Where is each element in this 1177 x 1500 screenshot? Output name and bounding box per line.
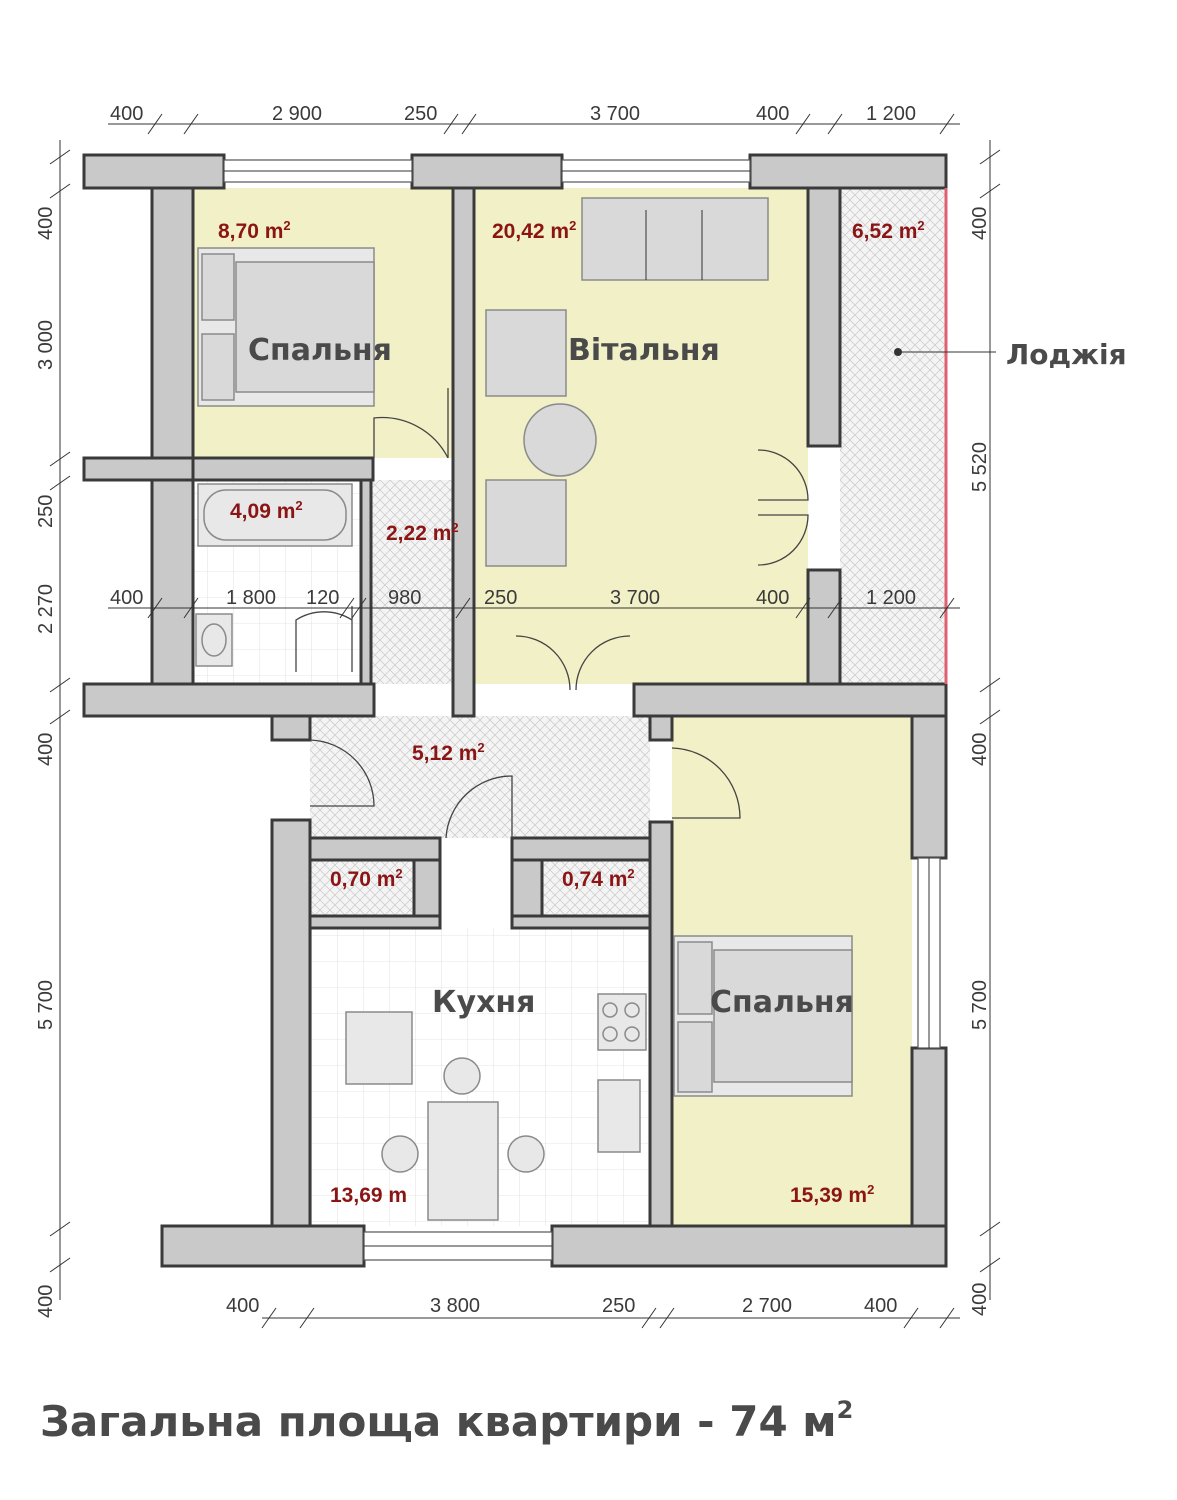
dim-top-6: 1 200 — [866, 103, 916, 125]
room-labels: 8,70 m2 Спальня 20,42 m2 Вітальня 6,52 m… — [218, 218, 1127, 1207]
bedroom-2-area: 15,39 m2 — [790, 1182, 874, 1207]
loggia-area: 6,52 m2 — [852, 218, 925, 243]
closet-1-area: 0,70 m2 — [330, 866, 403, 891]
living-room-area: 20,42 m2 — [492, 218, 576, 243]
dim-right-4: 5 700 — [969, 980, 991, 1030]
dim-right-3: 400 — [969, 733, 991, 766]
bedroom-1-name: Спальня — [248, 333, 392, 368]
kitchen-name: Кухня — [432, 985, 535, 1020]
dim-bottom-3: 250 — [602, 1295, 635, 1317]
dim-mid-6: 3 700 — [610, 587, 660, 609]
closet-1-floor — [310, 860, 414, 916]
dim-bottom-2: 3 800 — [430, 1295, 480, 1317]
bedroom-2-name: Спальня — [710, 985, 854, 1020]
dim-left-2: 3 000 — [35, 320, 57, 370]
dims-top: 400 2 900 250 3 700 400 1 200 — [110, 103, 916, 125]
dim-mid-5: 250 — [484, 587, 517, 609]
living-room-name: Вітальня — [568, 333, 720, 368]
dim-top-3: 250 — [404, 103, 437, 125]
dims-right: 400 5 520 400 5 700 400 — [969, 207, 991, 1316]
dimension-lines — [49, 113, 1001, 1329]
dims-bottom: 400 3 800 250 2 700 400 — [226, 1295, 897, 1317]
dim-bottom-1: 400 — [226, 1295, 259, 1317]
dim-mid-1: 400 — [110, 587, 143, 609]
dim-left-6: 5 700 — [35, 980, 57, 1030]
dims-middle: 400 1 800 120 980 250 3 700 400 1 200 — [110, 587, 916, 609]
dim-left-7: 400 — [35, 1285, 57, 1318]
dims-left: 400 3 000 250 2 270 400 5 700 400 — [35, 207, 57, 1318]
hall-area: 5,12 m2 — [412, 740, 485, 765]
dim-mid-4: 980 — [388, 587, 421, 609]
dim-left-4: 2 270 — [35, 584, 57, 634]
dim-top-2: 2 900 — [272, 103, 322, 125]
closet-2-area: 0,74 m2 — [562, 866, 635, 891]
dim-left-1: 400 — [35, 207, 57, 240]
dim-top-4: 3 700 — [590, 103, 640, 125]
toilet-floor — [364, 480, 452, 684]
hall-floor — [310, 716, 650, 838]
loggia-floor — [840, 188, 946, 684]
dim-top-5: 400 — [756, 103, 789, 125]
dim-left-5: 400 — [35, 733, 57, 766]
dim-right-1: 400 — [969, 207, 991, 240]
dim-bottom-5: 400 — [864, 1295, 897, 1317]
dim-mid-7: 400 — [756, 587, 789, 609]
dim-bottom-4: 2 700 — [742, 1295, 792, 1317]
bathroom-area: 4,09 m2 — [230, 498, 303, 523]
dim-right-5: 400 — [969, 1283, 991, 1316]
windows — [223, 159, 948, 1261]
dim-top-1: 400 — [110, 103, 143, 125]
dim-mid-8: 1 200 — [866, 587, 916, 609]
toilet-area: 2,22 m2 — [386, 520, 459, 545]
bedroom-1-area: 8,70 m2 — [218, 218, 291, 243]
loggia-name: Лоджія — [1006, 338, 1127, 371]
dim-mid-2: 1 800 — [226, 587, 276, 609]
total-area-caption: Загальна площа квартири - 74 м2 — [40, 1396, 853, 1446]
kitchen-area: 13,69 m — [330, 1184, 407, 1207]
furniture — [195, 197, 853, 1221]
dim-mid-3: 120 — [306, 587, 339, 609]
dim-left-3: 250 — [35, 495, 57, 528]
dim-right-2: 5 520 — [969, 442, 991, 492]
closet-2-floor — [542, 860, 650, 916]
doors — [295, 388, 809, 839]
